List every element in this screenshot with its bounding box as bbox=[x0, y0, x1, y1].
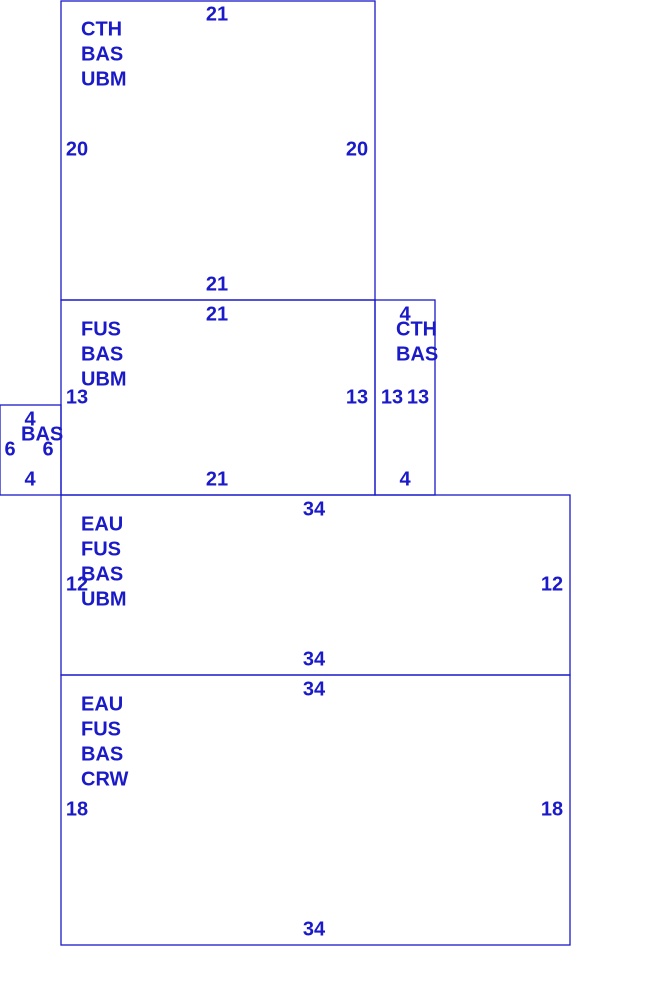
area-a-dimension-left: 20 bbox=[66, 138, 88, 160]
area-a: CTH BAS UBM 21 21 20 20 bbox=[60, 0, 376, 301]
area-f-dimension-bottom: 34 bbox=[303, 918, 326, 940]
area-f-code-label: CRW bbox=[81, 768, 129, 790]
area-d-dimension-right: 6 bbox=[42, 438, 53, 460]
area-f-dimension-right: 18 bbox=[541, 798, 563, 820]
area-a-dimension-right: 20 bbox=[346, 138, 368, 160]
area-b-dimension-top: 21 bbox=[206, 303, 228, 325]
area-a-code-label: CTH bbox=[81, 18, 122, 40]
area-c-dimension-left: 13 bbox=[381, 386, 403, 408]
area-c-dimension-top: 4 bbox=[399, 303, 411, 325]
area-e-dimension-right: 12 bbox=[541, 573, 563, 595]
area-b: FUS BAS UBM 21 21 13 13 bbox=[60, 299, 376, 496]
area-f-code-label: FUS bbox=[81, 718, 121, 740]
area-b-dimension-right: 13 bbox=[346, 386, 368, 408]
area-a-code-label: UBM bbox=[81, 68, 127, 90]
area-f-code-label: EAU bbox=[81, 693, 123, 715]
area-b-code-label: FUS bbox=[81, 318, 121, 340]
area-d-outline bbox=[0, 404, 62, 496]
area-e-code-label: EAU bbox=[81, 513, 123, 535]
area-a-dimension-top: 21 bbox=[206, 3, 228, 25]
area-c-code-label: BAS bbox=[396, 343, 438, 365]
area-e-dimension-top: 34 bbox=[303, 498, 326, 520]
area-a-code-label: BAS bbox=[81, 43, 123, 65]
area-e-code-label: FUS bbox=[81, 538, 121, 560]
area-f-code-label: BAS bbox=[81, 743, 123, 765]
area-f-dimension-top: 34 bbox=[303, 678, 326, 700]
area-e-dimension-bottom: 34 bbox=[303, 648, 326, 670]
area-d-dimension-bottom: 4 bbox=[24, 468, 36, 490]
area-f-outline bbox=[60, 674, 571, 946]
area-c-code-label: CTH bbox=[396, 318, 437, 340]
area-e-code-label: UBM bbox=[81, 588, 127, 610]
area-f: EAU FUS BAS CRW 34 34 18 18 bbox=[60, 674, 571, 946]
area-b-dimension-bottom: 21 bbox=[206, 468, 228, 490]
area-c-dimension-right: 13 bbox=[407, 386, 429, 408]
area-b-dimension-left: 13 bbox=[66, 386, 88, 408]
area-c-dimension-bottom: 4 bbox=[399, 468, 411, 490]
area-b-code-label: UBM bbox=[81, 368, 127, 390]
area-b-code-label: BAS bbox=[81, 343, 123, 365]
area-f-dimension-left: 18 bbox=[66, 798, 88, 820]
area-a-dimension-bottom: 21 bbox=[206, 273, 228, 295]
area-e-code-label: BAS bbox=[81, 563, 123, 585]
area-e: EAU FUS BAS UBM 34 34 12 12 bbox=[60, 494, 571, 676]
area-d-dimension-left: 6 bbox=[4, 438, 15, 460]
area-d-code-label: BAS bbox=[21, 423, 63, 445]
area-e-dimension-left: 12 bbox=[66, 573, 88, 595]
area-d-dimension-top: 4 bbox=[24, 408, 36, 430]
